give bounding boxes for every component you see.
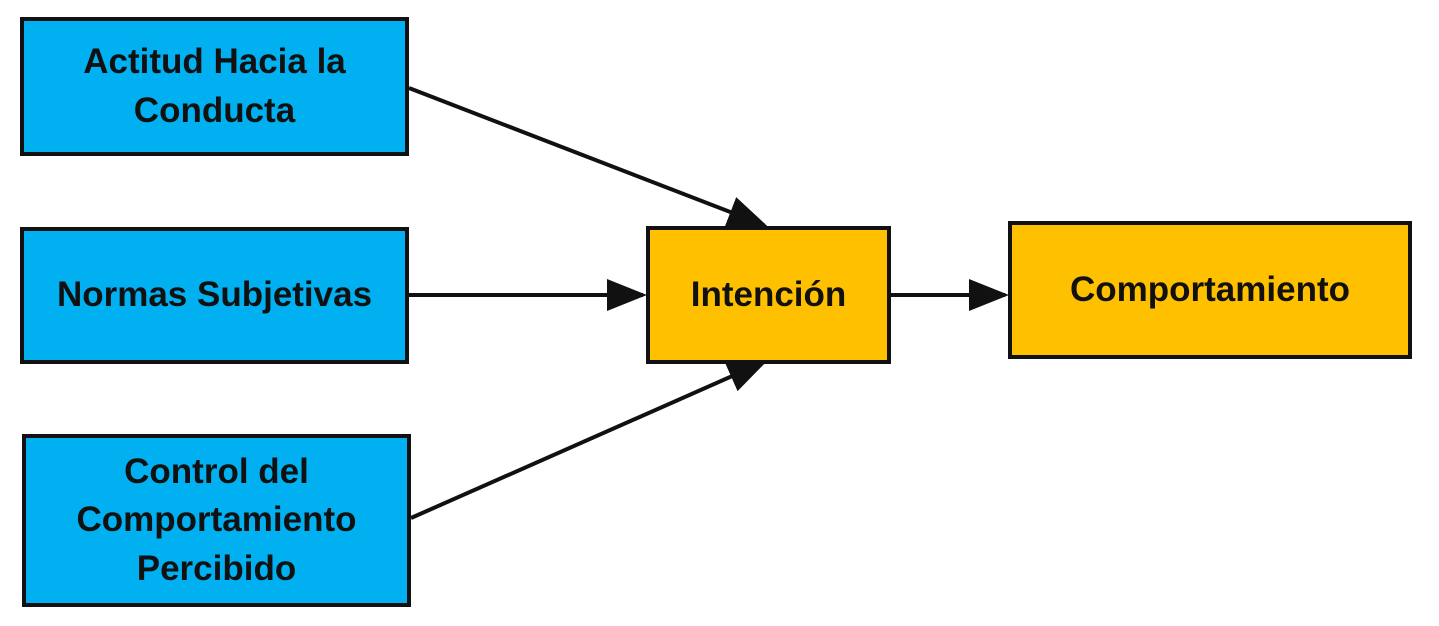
edge-control-to-intencion — [410, 360, 768, 520]
node-control-del-comportamiento-percibido: Control del Comportamiento Percibido — [22, 434, 411, 607]
node-normas-subjetivas: Normas Subjetivas — [20, 227, 409, 364]
edge-actitud-to-intencion — [408, 86, 768, 227]
node-label: Control del Comportamiento Percibido — [76, 452, 357, 588]
node-label: Comportamiento — [1070, 269, 1350, 309]
node-intencion: Intención — [646, 226, 891, 364]
node-label: Intención — [690, 274, 847, 314]
node-label: Actitud Hacia la Conducta — [83, 42, 346, 130]
node-actitud-hacia-la-conducta: Actitud Hacia la Conducta — [20, 17, 409, 156]
node-label: Normas Subjetivas — [56, 275, 373, 315]
node-comportamiento: Comportamiento — [1008, 221, 1412, 359]
